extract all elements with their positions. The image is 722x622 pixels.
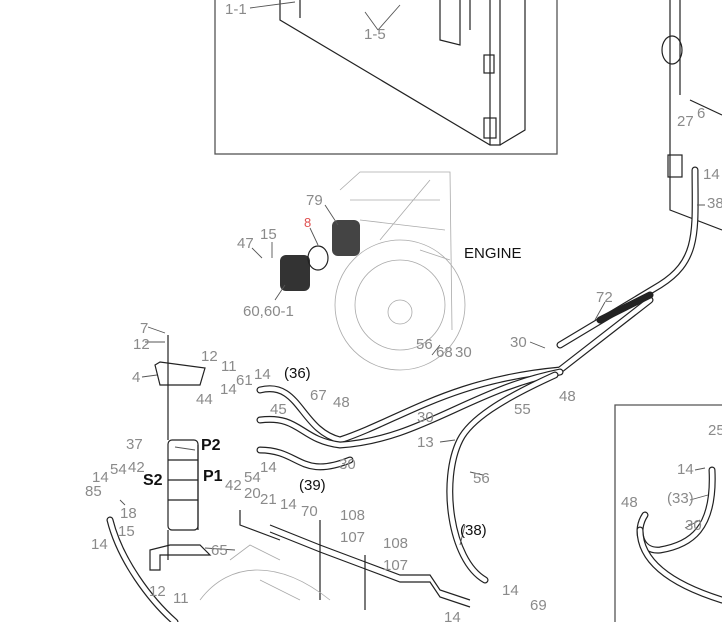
part-label: 14	[677, 461, 694, 478]
part-label: 7	[140, 320, 148, 337]
hose-label: (33)	[667, 490, 694, 507]
part-label: 54	[244, 469, 261, 486]
leader-lines	[119, 204, 709, 551]
part-label: 15	[260, 226, 277, 243]
radiator-detail-frame	[214, 0, 558, 155]
part-label: 69	[530, 597, 547, 614]
hydraulic-pump	[280, 220, 360, 291]
part-label: 30	[339, 456, 356, 473]
part-label: 14	[220, 381, 237, 398]
part-label: 67	[310, 387, 327, 404]
part-label: 12	[149, 583, 166, 600]
port-label-p2: P2	[201, 437, 221, 454]
part-label: 11	[173, 590, 189, 607]
part-labels: 1-1 1-5 6 27 14 38 79 8 15 47 ENGINE 60,…	[85, 1, 722, 622]
filter-valve	[149, 335, 212, 571]
part-label: 13	[417, 434, 434, 451]
part-label: 79	[306, 192, 323, 209]
part-label: 14	[260, 459, 277, 476]
part-label: 14	[444, 609, 461, 622]
part-label: 68	[436, 344, 453, 361]
part-label: 14	[92, 469, 109, 486]
part-label: 14	[703, 166, 720, 183]
part-label: 85	[85, 483, 102, 500]
part-label: 6	[697, 105, 705, 122]
part-label: 27	[677, 113, 694, 130]
part-label: 60,60-1	[243, 303, 294, 320]
part-label: 14	[91, 536, 108, 553]
part-label: 108	[383, 535, 408, 552]
part-label: 1-1	[225, 1, 247, 18]
part-label: 48	[559, 388, 576, 405]
part-label: 14	[254, 366, 271, 383]
frame-tubes	[199, 510, 471, 610]
part-label: 108	[340, 507, 365, 524]
part-label: 70	[301, 503, 318, 520]
part-label: 56	[473, 470, 490, 487]
part-label: 48	[333, 394, 350, 411]
hose-label: (38)	[460, 522, 487, 539]
part-label: 61	[236, 372, 253, 389]
part-label: 37	[126, 436, 143, 453]
part-label: 18	[120, 505, 137, 522]
engine-drawing	[334, 171, 466, 371]
part-label: 48	[621, 494, 638, 511]
part-label: 30	[417, 409, 434, 426]
part-label: 38	[707, 195, 722, 212]
part-label: 20	[244, 485, 261, 502]
part-label: 30	[510, 334, 527, 351]
part-label: 21	[260, 491, 277, 508]
part-label: 45	[270, 401, 287, 418]
inset-detail-frame	[614, 404, 722, 622]
part-label: 12	[133, 336, 150, 353]
part-label: 54	[110, 461, 127, 478]
part-label: 42	[128, 459, 145, 476]
part-label: 15	[118, 523, 135, 540]
part-label: 1-5	[364, 26, 386, 43]
hose-label: (39)	[299, 477, 326, 494]
hose-label: (36)	[284, 365, 311, 382]
part-label: 4	[132, 369, 140, 386]
part-label: 30	[455, 344, 472, 361]
part-label: 12	[201, 348, 218, 365]
highlighted-part-label[interactable]: 8	[304, 215, 311, 230]
engine-label: ENGINE	[464, 245, 522, 262]
part-label: 65	[211, 542, 228, 559]
port-label-p1: P1	[203, 468, 223, 485]
hose-bundle	[106, 291, 654, 622]
part-label: 30	[685, 517, 702, 534]
part-label: 14	[280, 496, 297, 513]
radiator-drawing	[279, 0, 526, 146]
part-label: 107	[340, 529, 365, 546]
part-label: 47	[237, 235, 254, 252]
part-label: 11	[221, 358, 237, 375]
right-radiator-drawing	[661, 0, 722, 231]
part-label: 14	[502, 582, 519, 599]
part-label: 44	[196, 391, 213, 408]
port-label-s2: S2	[143, 472, 163, 489]
part-label: 107	[383, 557, 408, 574]
part-label: 56	[416, 336, 433, 353]
part-label: 72	[596, 289, 613, 306]
part-label: 42	[225, 477, 242, 494]
part-label: 25	[708, 422, 722, 439]
part-label: 55	[514, 401, 531, 418]
